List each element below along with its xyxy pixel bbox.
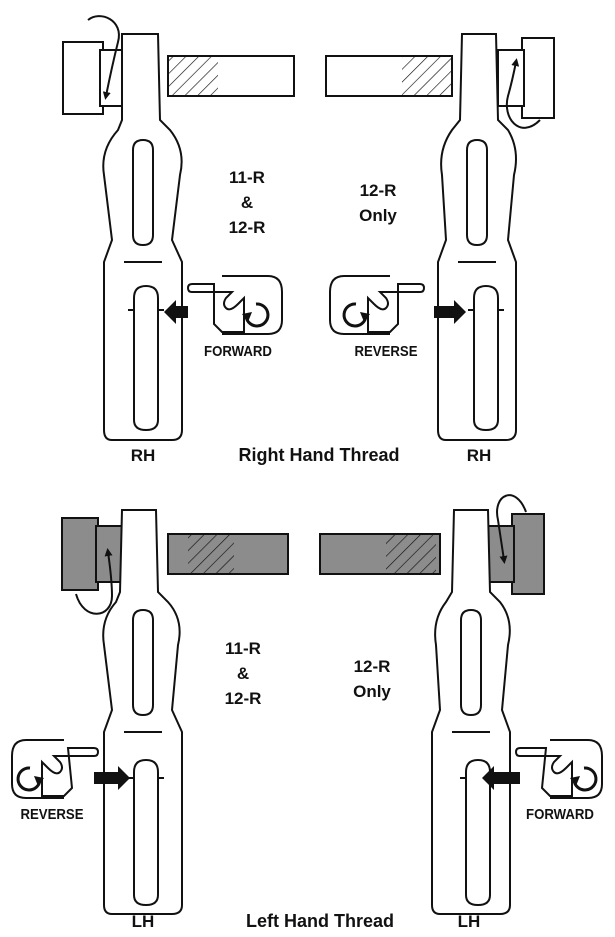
top-left-push-arrow: [164, 300, 188, 324]
bottom-left-model-line-2: &: [236, 664, 250, 683]
bottom-left-model-label: 11-R & 12-R: [208, 636, 278, 711]
top-right-wrench-group: [325, 33, 555, 441]
top-left-socket: [62, 41, 104, 115]
top-left-rotation-arrow: [87, 15, 120, 100]
top-left-model-line-3: 12-R: [228, 218, 266, 237]
top-left-wrench-outline: [102, 33, 183, 441]
bottom-right-rotation-arrow: [496, 494, 527, 564]
bottom-left-direction-label: REVERSE: [20, 806, 84, 823]
top-right-wrench-outline: [437, 33, 517, 441]
bottom-right-model-line-2: Only: [353, 682, 391, 701]
bottom-right-model-line-1: 12-R: [353, 657, 391, 676]
bottom-right-hand-icon: [514, 739, 603, 799]
bottom-left-push-arrow: [94, 766, 130, 790]
top-left-model-line-1: 11-R: [229, 168, 265, 187]
top-right-push-arrow: [434, 300, 466, 324]
bottom-section-title: Left Hand Thread: [245, 911, 394, 931]
top-right-hand-label: RH: [466, 446, 492, 465]
bottom-left-hand-icon: [11, 739, 100, 799]
bottom-right-socket: [511, 513, 545, 595]
top-right-socket-collar: [497, 49, 525, 107]
bottom-right-model-label: 12-R Only: [334, 654, 410, 704]
bottom-left-wrench-outline: [102, 509, 183, 915]
top-left-wrench-group: [62, 15, 295, 441]
bottom-left-rotation-arrow: [75, 548, 114, 615]
top-right-model-line-2: Only: [359, 206, 397, 225]
top-left-hand-icon: [186, 275, 283, 335]
top-right-model-label: 12-R Only: [340, 178, 416, 228]
top-right-model-line-1: 12-R: [359, 181, 397, 200]
bottom-left-model-line-3: 12-R: [224, 689, 262, 708]
bottom-left-wrench-group: [11, 509, 289, 915]
top-left-direction-label: FORWARD: [204, 343, 272, 360]
bottom-right-push-arrow: [482, 766, 520, 790]
top-right-rotation-arrow: [505, 58, 541, 129]
top-left-wrench-slot-lower: [133, 284, 159, 432]
bottom-right-direction-label: FORWARD: [526, 806, 594, 823]
top-left-hand-label: RH: [130, 446, 156, 465]
bottom-right-wrench-group: [319, 494, 603, 915]
top-left-model-line-2: &: [240, 193, 254, 212]
bottom-right-hand-label: LH: [457, 912, 481, 931]
top-left-model-label: 11-R & 12-R: [212, 165, 282, 240]
bottom-left-socket: [61, 517, 99, 591]
top-left-socket-collar: [99, 49, 125, 107]
top-right-direction-label: REVERSE: [354, 343, 418, 360]
top-right-socket: [521, 37, 555, 119]
top-right-hand-icon: [329, 275, 426, 335]
bottom-left-model-line-1: 11-R: [225, 639, 261, 658]
top-section-title: Right Hand Thread: [238, 445, 400, 465]
top-left-wrench-slot-upper: [132, 138, 154, 247]
bottom-left-hand-label: LH: [131, 912, 155, 931]
